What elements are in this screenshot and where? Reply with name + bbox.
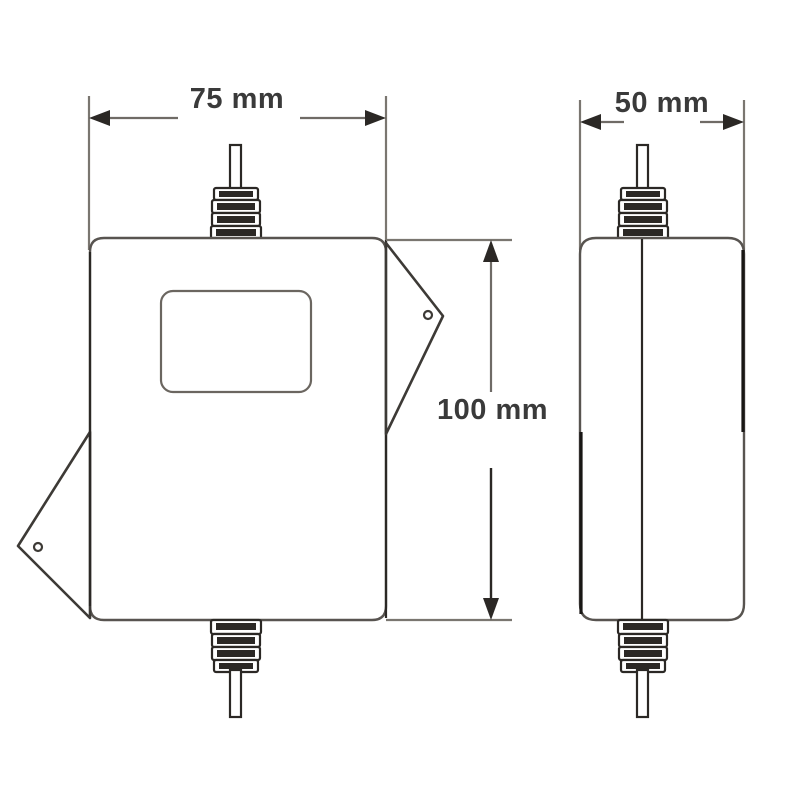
depth-arrow-left <box>580 114 601 130</box>
mounting-hole-right <box>422 309 434 321</box>
height-dimension-label: 100 mm <box>437 394 548 426</box>
depth-arrow-right <box>723 114 744 130</box>
cable-gland-top-front <box>209 143 263 242</box>
depth-dimension-group: 50 mm <box>578 87 746 250</box>
gland-fill-1-top-front <box>219 191 253 197</box>
gland-fill-3-bottom-front <box>217 650 255 657</box>
gland-fill-3-top-side <box>624 216 662 223</box>
gland-fill-1-top-side <box>626 191 660 197</box>
gland-stem-bottom-front <box>228 668 243 719</box>
mounting-bracket-right-shape <box>384 241 445 436</box>
gland-fill-4-top-front <box>216 229 256 236</box>
gland-fill-3-bottom-side <box>624 650 662 657</box>
gland-fill-2-top-front <box>217 203 255 210</box>
gland-stem-top-front <box>228 143 243 194</box>
front-body-outline <box>88 236 388 622</box>
gland-fill-4-bottom-side <box>626 663 660 669</box>
gland-fill-3-top-front <box>217 216 255 223</box>
side-body-outline <box>578 236 746 622</box>
mounting-bracket-right <box>384 241 445 436</box>
height-dimension-group: 100 mm <box>386 238 548 622</box>
width-arrow-right <box>365 110 386 126</box>
cable-gland-top-side <box>616 143 670 242</box>
width-arrow-left <box>89 110 110 126</box>
gland-fill-2-top-side <box>624 203 662 210</box>
mounting-hole-left <box>32 541 44 553</box>
gland-fill-1-bottom-side <box>623 623 663 630</box>
gland-fill-4-bottom-front <box>219 663 253 669</box>
gland-fill-1-bottom-front <box>216 623 256 630</box>
gland-fill-4-top-side <box>623 229 663 236</box>
depth-dimension-label: 50 mm <box>615 87 709 119</box>
width-dimension-group: 75 mm <box>87 83 388 250</box>
cable-gland-bottom-side <box>616 618 670 719</box>
gland-fill-2-bottom-front <box>217 637 255 644</box>
display-window <box>159 289 313 394</box>
side-view-group <box>578 143 746 719</box>
gland-stem-bottom-side <box>635 668 650 719</box>
cable-gland-bottom-front <box>209 618 263 719</box>
gland-fill-2-bottom-side <box>624 637 662 644</box>
height-arrow-bottom <box>483 598 499 620</box>
front-view-group <box>16 143 445 719</box>
gland-stem-top-side <box>635 143 650 194</box>
width-dimension-label: 75 mm <box>190 83 284 115</box>
height-arrow-top <box>483 240 499 262</box>
